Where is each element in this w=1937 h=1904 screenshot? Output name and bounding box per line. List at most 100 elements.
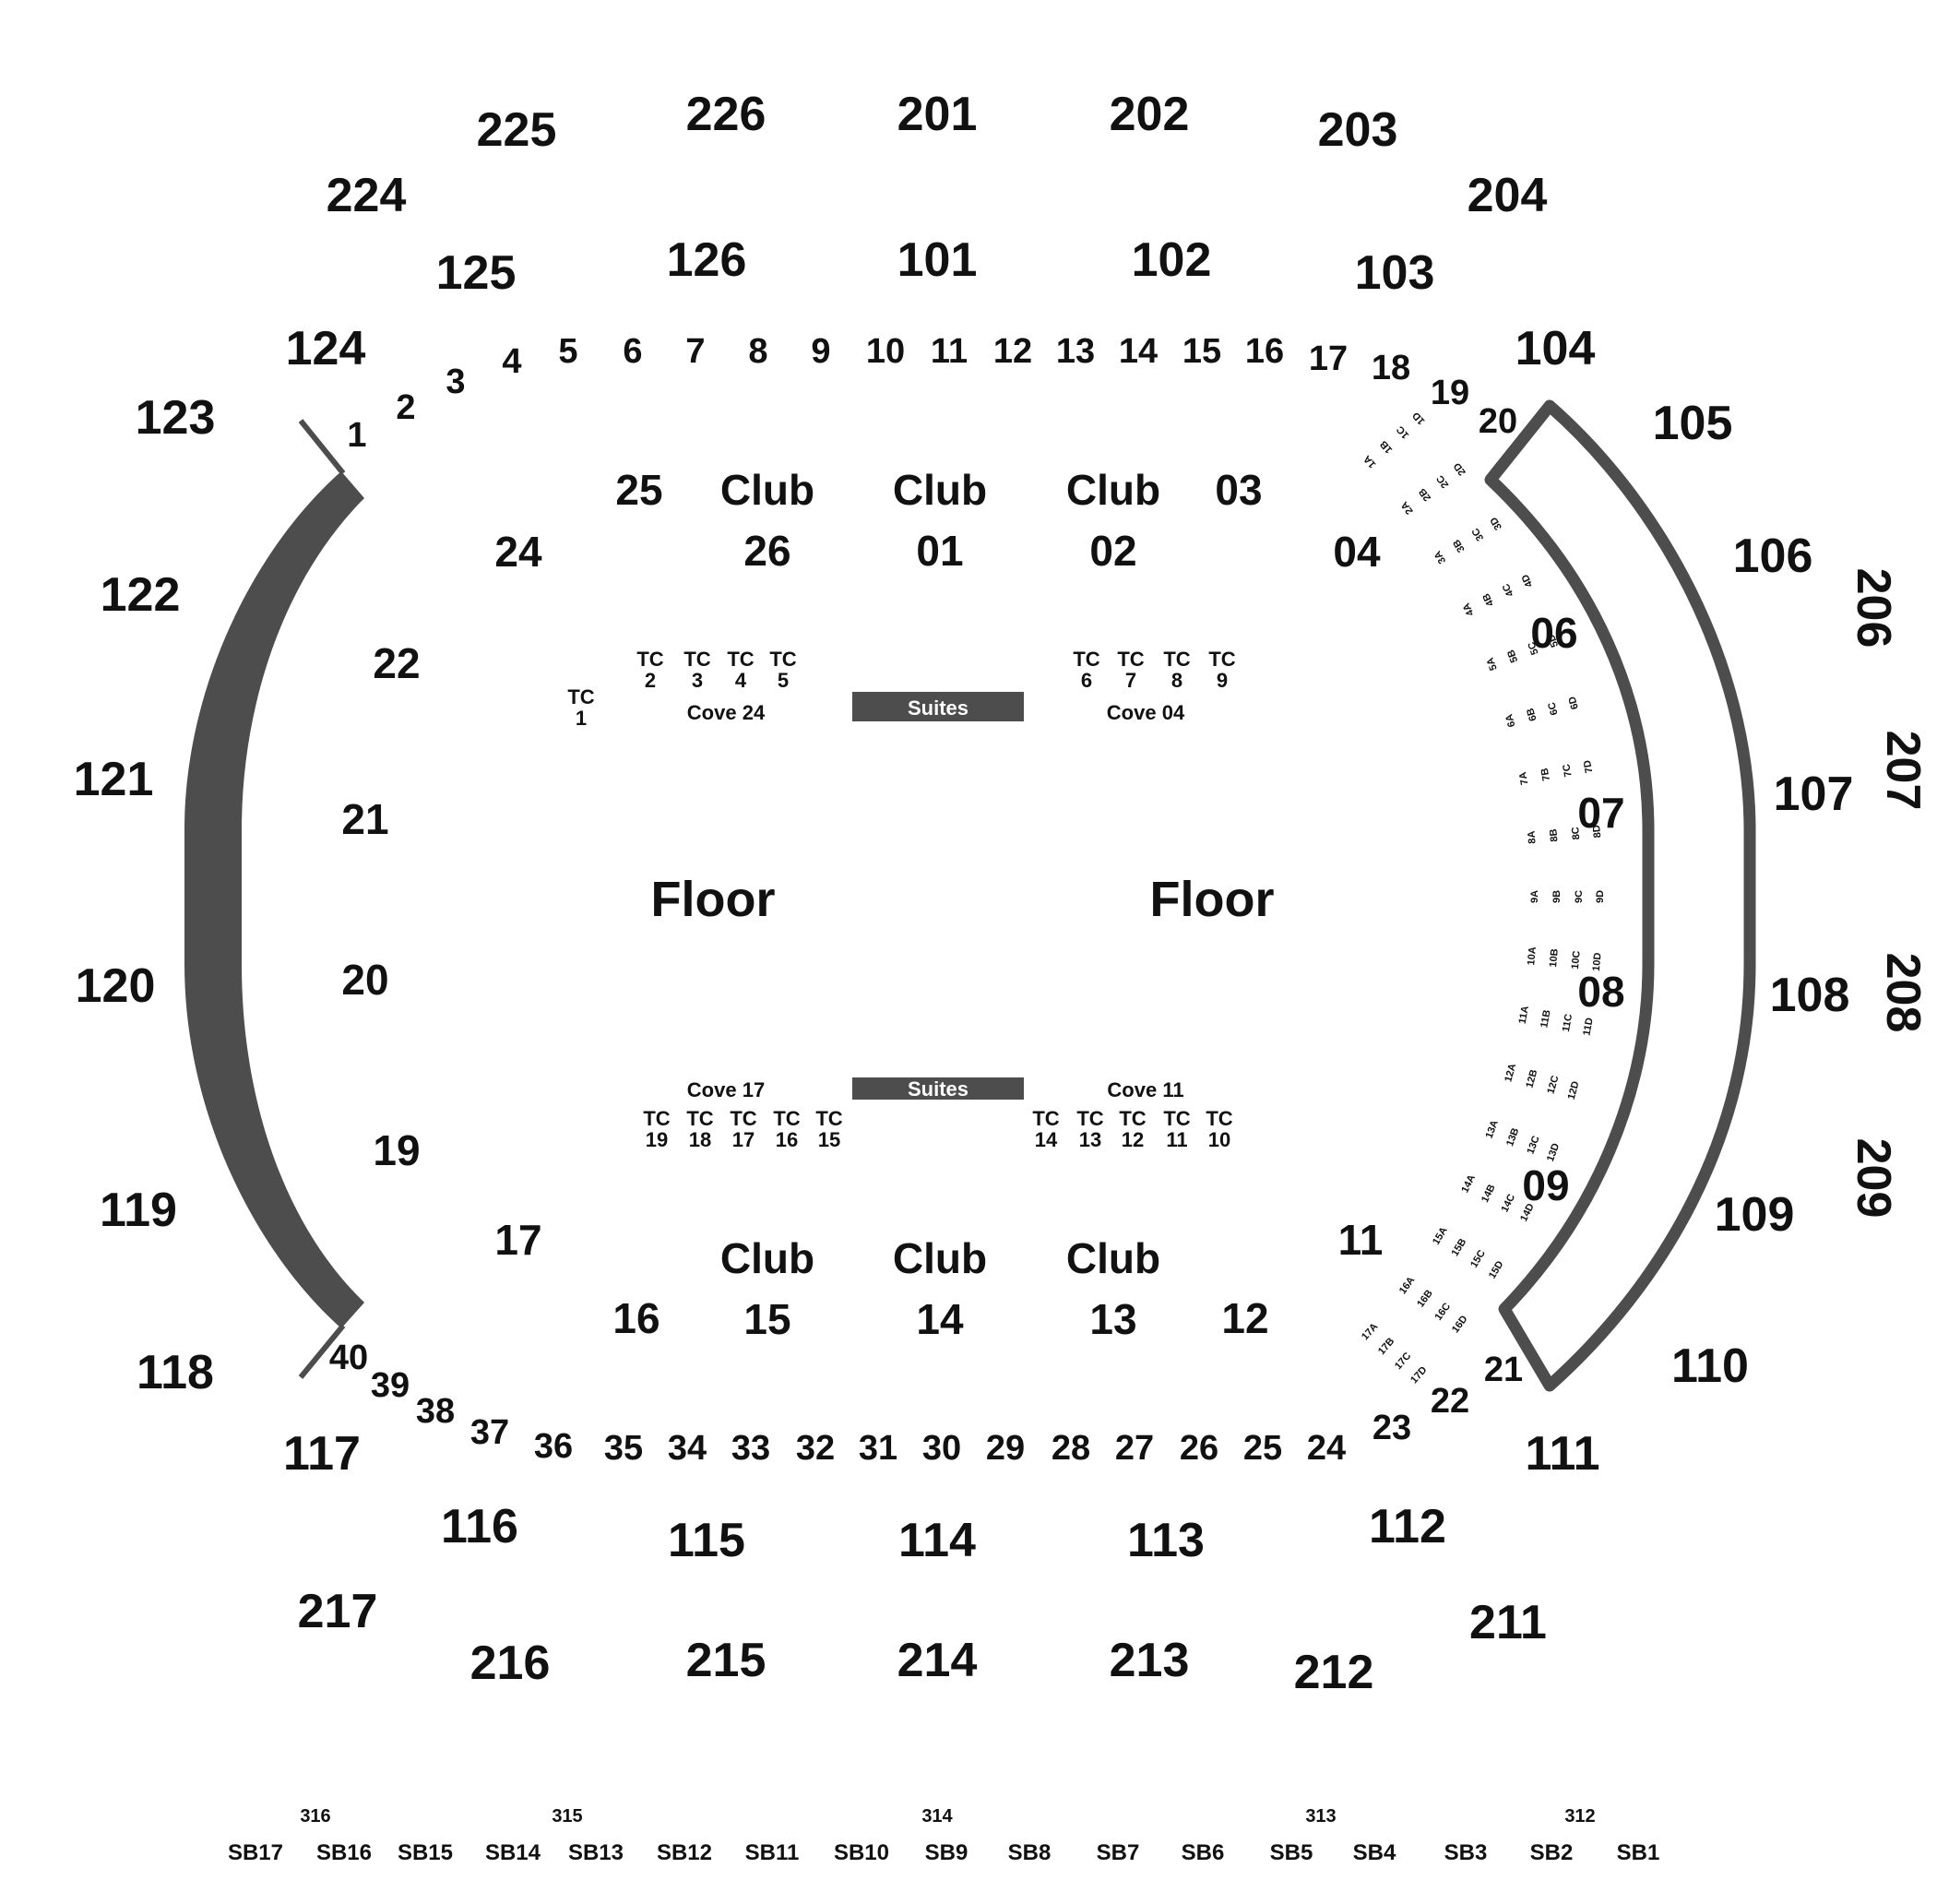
floor-section-22[interactable]: 22	[373, 639, 420, 687]
section-206[interactable]: 206	[1847, 568, 1900, 649]
section-208[interactable]: 208	[1876, 953, 1930, 1033]
section-126[interactable]: 126	[667, 233, 747, 287]
rail-section-5[interactable]: 5	[558, 332, 577, 371]
rail-section-18[interactable]: 18	[1372, 349, 1410, 387]
rail-section-17[interactable]: 17	[1309, 339, 1348, 378]
stage-seat-2B[interactable]: 2B	[1417, 486, 1433, 503]
section-225[interactable]: 225	[477, 103, 557, 157]
section-207[interactable]: 207	[1876, 731, 1930, 811]
floor-label-right[interactable]: Floor	[1150, 872, 1275, 927]
section-121[interactable]: 121	[74, 753, 154, 806]
rail-section-35[interactable]: 35	[604, 1429, 643, 1468]
stage-seat-4D[interactable]: 4D	[1520, 573, 1536, 589]
rail-section-37[interactable]: 37	[470, 1413, 509, 1452]
section-109[interactable]: 109	[1715, 1188, 1795, 1242]
rail-section-2[interactable]: 2	[396, 388, 415, 427]
stage-seat-13B[interactable]: 13B	[1504, 1126, 1521, 1148]
suite-box-SB14[interactable]: SB14	[485, 1840, 541, 1865]
section-101[interactable]: 101	[897, 233, 978, 287]
stage-seat-5D[interactable]: 5D	[1546, 633, 1561, 649]
section-202[interactable]: 202	[1110, 88, 1190, 141]
rail-section-30[interactable]: 30	[922, 1429, 961, 1468]
section-212[interactable]: 212	[1294, 1646, 1374, 1699]
section-224[interactable]: 224	[327, 169, 407, 222]
stage-seat-15D[interactable]: 15D	[1487, 1259, 1506, 1281]
section-216[interactable]: 216	[470, 1636, 551, 1690]
stage-seat-8C[interactable]: 8C	[1570, 827, 1582, 840]
rail-section-1[interactable]: 1	[347, 416, 366, 455]
section-110[interactable]: 110	[1671, 1339, 1749, 1393]
stage-seat-17D[interactable]: 17D	[1408, 1364, 1429, 1386]
suite-box-SB12[interactable]: SB12	[657, 1840, 712, 1865]
rail-section-32[interactable]: 32	[796, 1429, 835, 1468]
section-213[interactable]: 213	[1110, 1634, 1190, 1687]
stage-seat-3C[interactable]: 3C	[1470, 526, 1487, 542]
rail-section-7[interactable]: 7	[685, 332, 705, 371]
rail-section-11[interactable]: 11	[931, 332, 968, 371]
suite-box-SB6[interactable]: SB6	[1182, 1840, 1225, 1865]
rail-section-3[interactable]: 3	[446, 363, 465, 401]
stage-seat-12C[interactable]: 12C	[1546, 1074, 1562, 1095]
rail-section-13[interactable]: 13	[1056, 332, 1095, 371]
rail-section-12[interactable]: 12	[993, 332, 1032, 371]
floor-section-24[interactable]: 24	[494, 528, 542, 576]
stage-seat-9C[interactable]: 9C	[1574, 890, 1585, 903]
stage-seat-13D[interactable]: 13D	[1545, 1142, 1562, 1163]
floor-section-07[interactable]: 07	[1577, 789, 1624, 837]
rail-section-24[interactable]: 24	[1307, 1429, 1346, 1468]
section-116[interactable]: 116	[441, 1500, 518, 1553]
suites-top-label[interactable]: Suites	[908, 696, 968, 720]
rail-section-40[interactable]: 40	[329, 1339, 368, 1377]
stage-seat-1C[interactable]: 1C	[1395, 423, 1411, 441]
stage-seat-13C[interactable]: 13C	[1525, 1135, 1541, 1156]
stage-seat-3A[interactable]: 3A	[1432, 549, 1449, 565]
suite-box-SB17[interactable]: SB17	[228, 1840, 283, 1865]
stage-seat-16B[interactable]: 16B	[1415, 1288, 1435, 1309]
stage-seat-9A[interactable]: 9A	[1529, 890, 1540, 903]
stage-seat-7C[interactable]: 7C	[1561, 763, 1574, 778]
floor-section-21[interactable]: 21	[341, 795, 388, 843]
stage-seat-10D[interactable]: 10D	[1591, 952, 1604, 971]
section-112[interactable]: 112	[1369, 1500, 1446, 1553]
floor-section-25[interactable]: 25	[615, 466, 662, 514]
suite-box-SB13[interactable]: SB13	[568, 1840, 624, 1865]
section-113[interactable]: 113	[1127, 1514, 1205, 1567]
section-115[interactable]: 115	[668, 1514, 745, 1567]
stage-seat-7D[interactable]: 7D	[1582, 759, 1595, 774]
stage-seat-17B[interactable]: 17B	[1376, 1336, 1396, 1357]
section-102[interactable]: 102	[1132, 233, 1212, 287]
rail-section-27[interactable]: 27	[1115, 1429, 1154, 1468]
rail-section-10[interactable]: 10	[866, 332, 905, 371]
section-103[interactable]: 103	[1355, 246, 1435, 300]
stage-seat-4B[interactable]: 4B	[1480, 591, 1496, 608]
suite-box-SB3[interactable]: SB3	[1444, 1840, 1488, 1865]
section-108[interactable]: 108	[1770, 969, 1850, 1022]
stage-seat-12D[interactable]: 12D	[1566, 1080, 1582, 1101]
stage-seat-9B[interactable]: 9B	[1551, 890, 1563, 903]
section-114[interactable]: 114	[898, 1514, 976, 1567]
section-204[interactable]: 204	[1468, 169, 1548, 222]
stage-seat-11C[interactable]: 11C	[1561, 1013, 1575, 1032]
stage-seat-7B[interactable]: 7B	[1539, 767, 1552, 781]
rail-section-15[interactable]: 15	[1182, 332, 1221, 371]
suite-box-SB1[interactable]: SB1	[1617, 1840, 1660, 1865]
stage-seat-12A[interactable]: 12A	[1503, 1063, 1518, 1084]
rail-section-4[interactable]: 4	[502, 342, 521, 381]
stage-seat-5B[interactable]: 5B	[1505, 648, 1520, 663]
floor-section-17[interactable]: 17	[494, 1216, 541, 1264]
